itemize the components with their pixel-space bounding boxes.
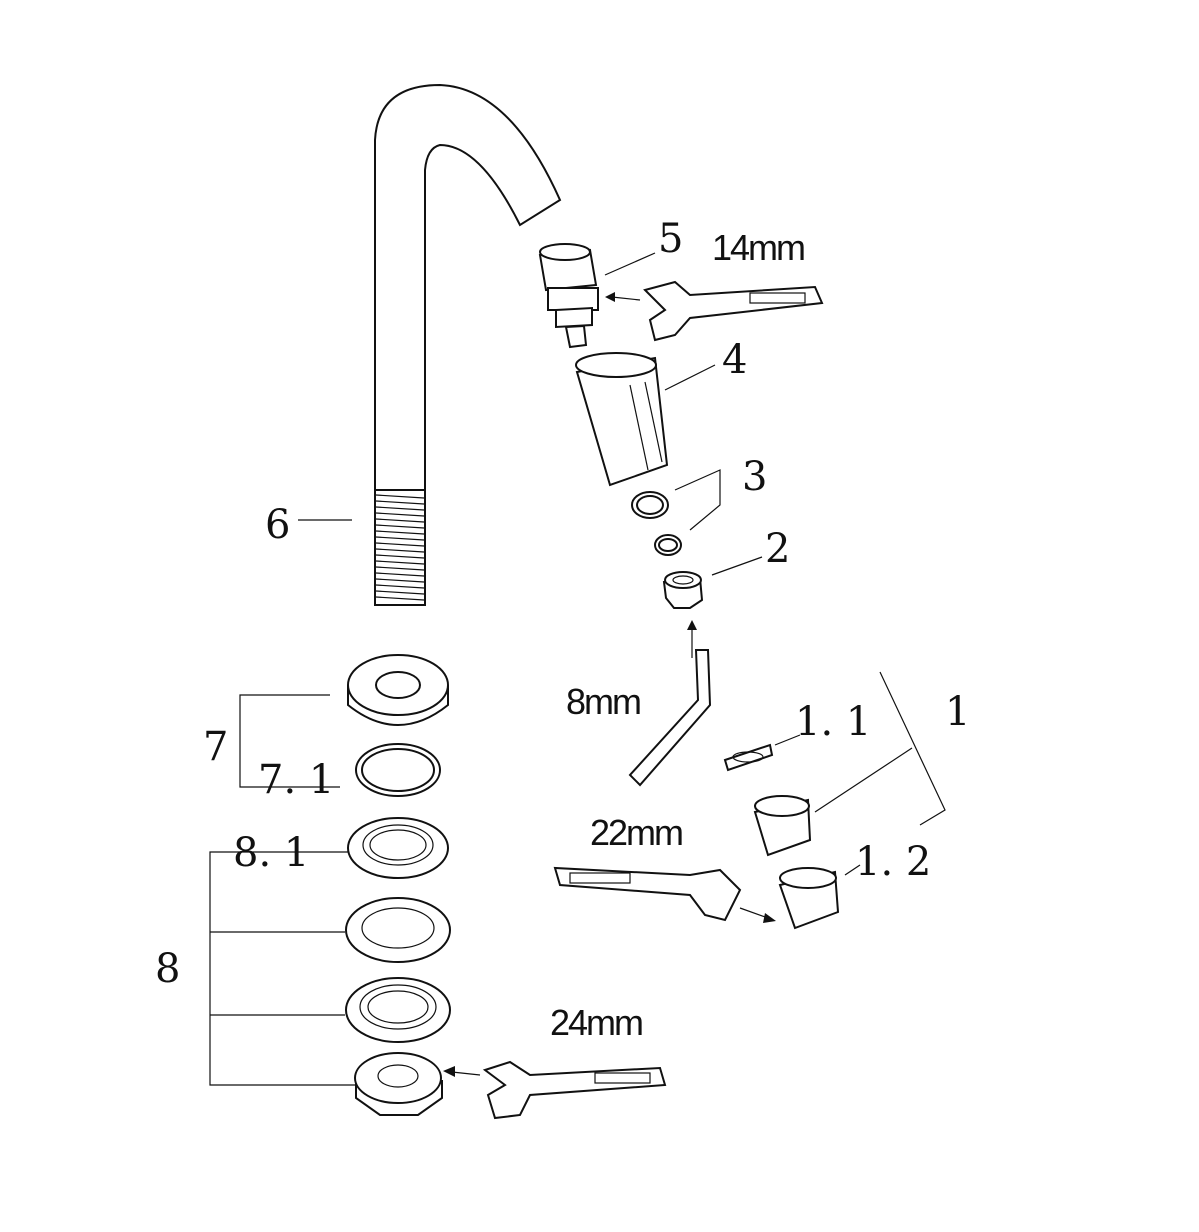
gasket-part-8-1 <box>347 817 449 879</box>
aerator-insert <box>753 795 812 857</box>
thread-line <box>375 572 425 577</box>
thread-line <box>375 596 425 601</box>
wrench-22mm-icon <box>553 866 742 922</box>
thread-line <box>375 566 425 571</box>
label-2: 2 <box>765 526 790 572</box>
thread-line <box>375 578 425 583</box>
label-3: 3 <box>742 454 767 500</box>
cartridge-part-5 <box>538 243 599 349</box>
label-8mm: 8mm <box>566 681 640 722</box>
aerator-housing-part-1-2 <box>778 867 840 930</box>
nut-part-2 <box>662 571 704 609</box>
thread-line <box>375 554 425 559</box>
ring-part-7-1 <box>355 743 441 797</box>
sleeve-part-4 <box>575 352 669 487</box>
label-8: 8 <box>155 946 180 992</box>
thread-line <box>375 494 425 499</box>
label-5: 5 <box>658 216 683 262</box>
thread-line <box>375 536 425 541</box>
thread-line <box>375 506 425 511</box>
label-22mm: 22mm <box>590 812 682 853</box>
label-7: 7 <box>203 724 228 770</box>
spout-part-6 <box>374 83 562 606</box>
o-rings-part-3 <box>631 491 682 556</box>
thread-line <box>375 590 425 595</box>
thread-line <box>375 548 425 553</box>
wrench-24mm-icon <box>482 1060 667 1120</box>
label-4: 4 <box>722 337 747 383</box>
allen-key-8mm-icon <box>628 649 712 787</box>
thread-line <box>375 500 425 505</box>
thread-line <box>375 584 425 589</box>
label-6: 6 <box>265 502 290 548</box>
thread-line <box>375 530 425 535</box>
label-1-1: 1. 1 <box>795 699 871 745</box>
slotted-washer <box>345 897 451 963</box>
flange-part-7 <box>347 654 449 726</box>
lock-nut <box>354 1052 443 1116</box>
thread-line <box>375 524 425 529</box>
label-14mm: 14mm <box>712 227 804 268</box>
rubber-washer <box>345 977 451 1043</box>
thread-line <box>375 512 425 517</box>
label-8-1: 8. 1 <box>233 830 309 876</box>
label-24mm: 24mm <box>550 1002 642 1043</box>
washer-part-1-1 <box>723 743 774 772</box>
thread-line <box>375 560 425 565</box>
wrench-14mm-icon <box>643 280 824 342</box>
label-1: 1 <box>945 689 970 735</box>
label-1-2: 1. 2 <box>855 839 931 885</box>
thread-line <box>375 542 425 547</box>
label-7-1: 7. 1 <box>258 757 334 803</box>
thread-line <box>375 518 425 523</box>
